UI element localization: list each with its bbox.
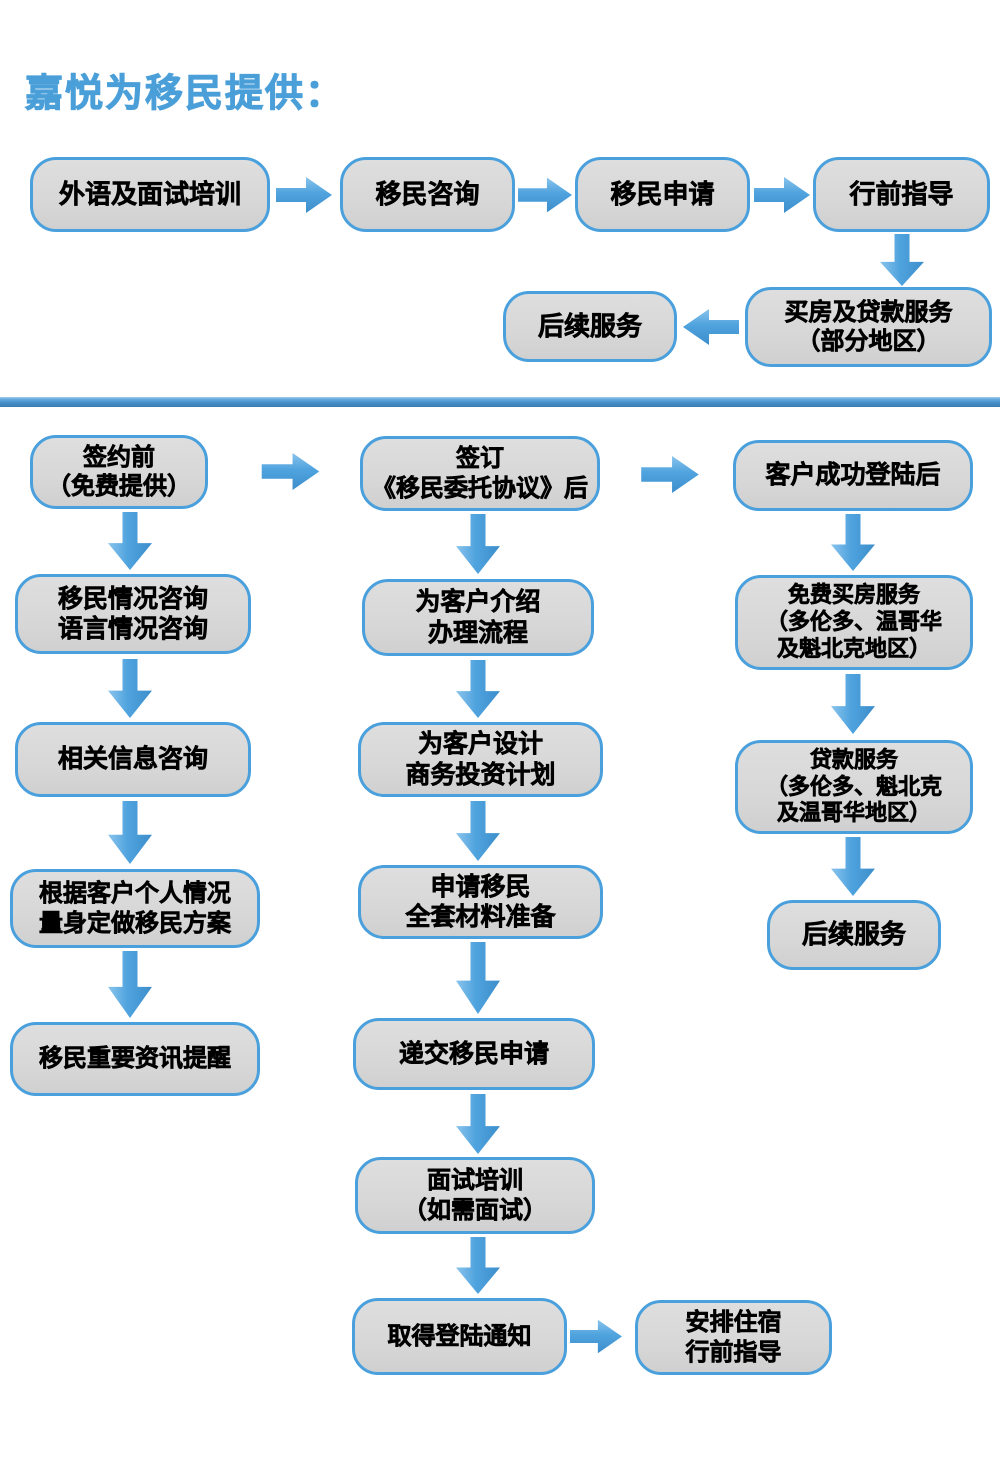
node-news-reminder: 移民重要资讯提醒 [10, 1022, 260, 1096]
arrow-down-icon [108, 951, 152, 1018]
arrow-down-icon [831, 674, 875, 734]
arrow-right-icon [261, 453, 320, 490]
arrow-left-icon [683, 309, 739, 345]
arrow-down-icon [456, 660, 500, 718]
page-title: 嘉悦为移民提供： [24, 73, 346, 116]
node-accommodation-guidance: 安排住宿 行前指导 [635, 1300, 832, 1375]
node-after-landing: 客户成功登陆后 [733, 440, 973, 511]
arrow-down-icon [456, 1237, 500, 1294]
node-language-interview-training: 外语及面试培训 [30, 157, 270, 232]
node-immigration-application: 移民申请 [575, 157, 750, 232]
node-followup-service-bottom: 后续服务 [767, 900, 941, 970]
node-before-signing: 签约前 （免费提供） [30, 435, 208, 509]
node-landing-notice: 取得登陆通知 [352, 1298, 567, 1375]
arrow-right-icon [276, 177, 332, 213]
arrow-right-icon [570, 1319, 622, 1354]
section-divider [0, 397, 1000, 407]
arrow-down-icon [108, 512, 152, 570]
arrow-down-icon [108, 801, 152, 864]
arrow-down-icon [880, 234, 924, 286]
arrow-down-icon [456, 514, 500, 574]
node-immigration-consulting: 移民咨询 [340, 157, 515, 232]
node-tailored-plan: 根据客户个人情况 量身定做移民方案 [10, 869, 260, 948]
arrow-right-icon [641, 456, 699, 493]
arrow-down-icon [831, 514, 875, 571]
node-related-info-consulting: 相关信息咨询 [15, 722, 251, 797]
node-pre-departure-guidance: 行前指导 [813, 157, 990, 232]
node-full-materials-preparation: 申请移民 全套材料准备 [358, 865, 603, 939]
node-interview-training: 面试培训 （如需面试） [355, 1157, 595, 1234]
arrow-down-icon [108, 659, 152, 718]
arrow-down-icon [456, 1094, 500, 1154]
arrow-right-icon [754, 177, 810, 213]
node-house-loan-service: 买房及贷款服务 （部分地区） [745, 287, 992, 367]
node-business-investment-plan: 为客户设计 商务投资计划 [358, 722, 603, 797]
arrow-down-icon [456, 801, 500, 861]
node-submit-application: 递交移民申请 [353, 1018, 595, 1090]
node-intro-process: 为客户介绍 办理流程 [362, 579, 594, 656]
node-free-house-service: 免费买房服务 （多伦多、温哥华 及魁北克地区） [735, 575, 973, 670]
node-after-signing-agreement: 签订 《移民委托协议》后 [360, 436, 600, 511]
arrow-right-icon [518, 177, 572, 213]
arrow-down-icon [831, 837, 875, 896]
node-loan-service: 贷款服务 （多伦多、魁北克 及温哥华地区） [735, 740, 973, 834]
node-situation-consulting: 移民情况咨询 语言情况咨询 [15, 574, 251, 654]
arrow-down-icon [456, 942, 500, 1014]
node-followup-service-top: 后续服务 [503, 291, 677, 362]
